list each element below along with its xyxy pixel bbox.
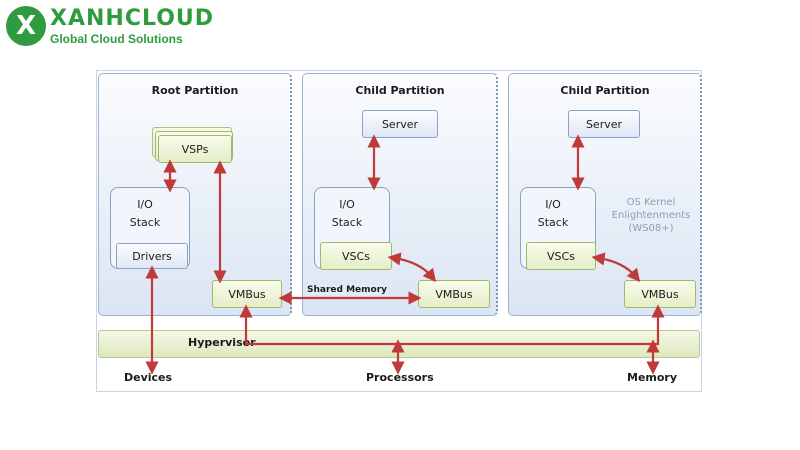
- os-kernel-line2: Enlightenments: [611, 210, 691, 221]
- arrow-child2-vscs-vmbus: [591, 252, 641, 283]
- vsps-label: VSPs: [181, 142, 209, 156]
- child1-server-label: Server: [381, 117, 419, 131]
- child2-server-label: Server: [585, 117, 623, 131]
- logo-name: XANHCLOUD: [50, 6, 215, 31]
- logo-badge: X: [6, 6, 46, 46]
- root-vmbus-label: VMBus: [228, 287, 266, 301]
- arrow-hypervisor-link: [239, 304, 665, 346]
- child2-stack-label: Stack: [537, 216, 569, 229]
- child-partition-2-title: Child Partition: [560, 84, 650, 97]
- child2-vscs-label: VSCs: [547, 249, 575, 263]
- os-kernel-line3: (WS08+): [628, 223, 674, 234]
- child-partition-1-title: Child Partition: [355, 84, 445, 97]
- child1-stack-label: Stack: [331, 216, 363, 229]
- child1-vmbus-label: VMBus: [435, 287, 473, 301]
- shared-memory-label: Shared Memory: [307, 285, 388, 295]
- drivers-label: Drivers: [132, 249, 172, 263]
- arrow-child1-vscs-vmbus: [387, 252, 437, 283]
- root-io-label: I/O: [137, 198, 153, 211]
- root-vmbus-box: VMBus: [212, 280, 282, 308]
- child1-io-label: I/O: [339, 198, 355, 211]
- vsps-box: VSPs: [158, 135, 232, 163]
- root-stack-label: Stack: [129, 216, 161, 229]
- child1-server-box: Server: [362, 110, 438, 138]
- root-partition-title: Root Partition: [151, 84, 239, 97]
- memory-label: Memory: [627, 371, 678, 384]
- os-kernel-line1: OS Kernel: [626, 197, 676, 208]
- logo-tagline: Global Cloud Solutions: [50, 32, 183, 46]
- processors-label: Processors: [366, 371, 434, 384]
- child2-io-label: I/O: [545, 198, 561, 211]
- child2-vmbus-box: VMBus: [624, 280, 696, 308]
- child1-vscs-box: VSCs: [320, 242, 392, 270]
- child2-vscs-box: VSCs: [526, 242, 596, 270]
- child2-server-box: Server: [568, 110, 640, 138]
- root-partition: [98, 73, 292, 316]
- devices-label: Devices: [124, 371, 173, 384]
- child1-vscs-label: VSCs: [342, 249, 370, 263]
- child2-vmbus-label: VMBus: [641, 287, 679, 301]
- hypervisor-label: Hypervisor: [188, 336, 256, 349]
